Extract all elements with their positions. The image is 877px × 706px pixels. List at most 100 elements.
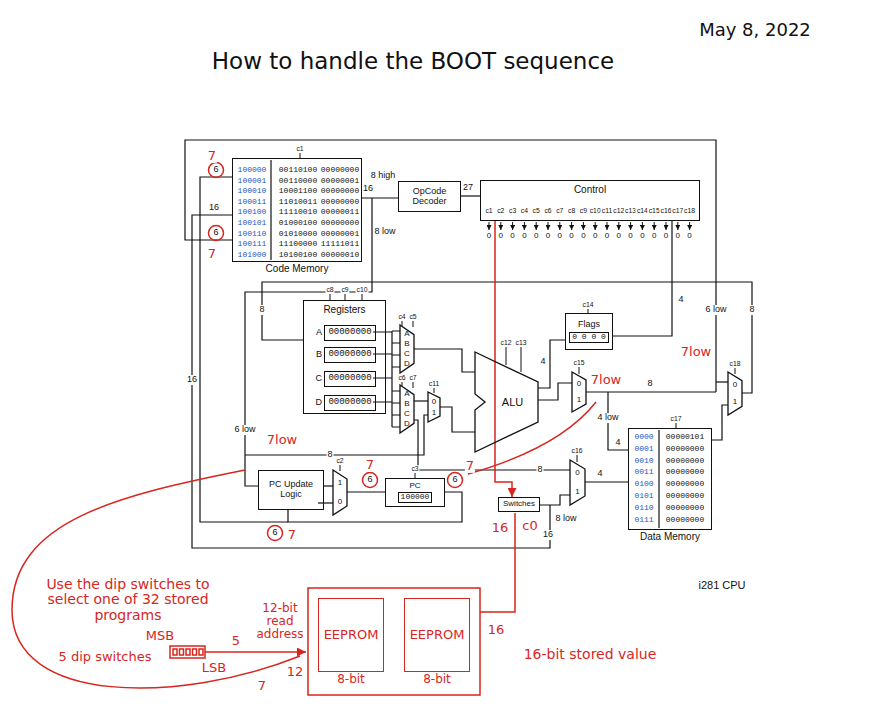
annotation: 7low	[266, 433, 298, 447]
mux-outline	[428, 392, 440, 422]
signal-value: 0	[651, 232, 657, 241]
control-signal: c4	[397, 313, 406, 320]
mux-input: 1	[575, 488, 579, 496]
mux-input: 1	[432, 409, 436, 417]
multiplexer: 01	[728, 372, 742, 415]
annotation: 7low	[590, 373, 622, 387]
dip-switch	[173, 649, 177, 655]
memory-address: 100101	[237, 219, 268, 228]
control-signal: c4	[520, 207, 529, 214]
signal-arrow	[677, 222, 678, 230]
memory-cell: 00000000	[320, 166, 360, 175]
signal-value: 0	[545, 232, 551, 241]
signal-value: 0	[627, 232, 633, 241]
annotation-note: 16-bit stored value	[523, 647, 658, 662]
bus-connector	[461, 195, 480, 196]
signal-value: 0	[639, 232, 645, 241]
mux-input: 0	[575, 469, 579, 477]
chip-label: EEPROM	[324, 628, 379, 642]
register-file: RegistersA00000000B00000000C00000000D000…	[303, 300, 386, 414]
annotation-curve	[12, 470, 300, 688]
bus-width: 4 low	[596, 413, 619, 423]
page-title: How to handle the BOOT sequence	[211, 49, 615, 74]
memory-caption: Data Memory	[629, 531, 711, 542]
memory-address: 0010	[633, 456, 654, 465]
mux-input: 1	[577, 396, 581, 404]
bus-width: 6	[366, 475, 373, 485]
result-wire	[586, 391, 716, 392]
register-value: 00000000	[328, 374, 371, 384]
bus-connector	[538, 340, 565, 388]
bus-connector	[288, 492, 462, 522]
memory-cell: 00000000	[665, 492, 705, 501]
signal-value: 0	[557, 232, 563, 241]
memory-address: 0011	[633, 468, 654, 477]
control-signal: c6	[397, 374, 406, 381]
signal-tick	[434, 388, 435, 393]
multiplexer: 01	[428, 392, 440, 422]
control-signal: c1	[295, 145, 304, 152]
signal-tick	[579, 367, 580, 374]
data-bus	[414, 400, 428, 401]
annotation-circle	[209, 163, 224, 178]
signal-tick	[413, 321, 414, 327]
memory-address: 100110	[237, 229, 268, 238]
signal-arrow	[548, 222, 549, 230]
register-value: 00000000	[328, 328, 371, 338]
multiplexer: ABCD	[400, 385, 414, 433]
multiplexer: 01	[572, 372, 586, 412]
control-signal: c8	[325, 286, 334, 293]
mux-outline	[570, 460, 585, 505]
annotation-circle	[209, 226, 224, 241]
eeprom-chip: EEPROM8-bit	[404, 598, 470, 672]
bus-width: 6 low	[704, 305, 727, 315]
memory-address: 100111	[237, 240, 268, 249]
control-signal: c1	[484, 207, 493, 214]
bus-connector	[414, 349, 475, 372]
memory-cell: 00000001	[320, 176, 360, 185]
bus-width: 16	[208, 203, 220, 213]
bus-width: 4	[614, 438, 621, 448]
control-signal: c11	[428, 380, 440, 387]
mux-outline	[428, 392, 440, 422]
memory-cell: 11010011	[278, 197, 318, 206]
signal-tick	[402, 321, 403, 326]
memory-cell: 00110000	[278, 176, 318, 185]
cpu-name: i281 CPU	[697, 579, 746, 591]
register: B00000000	[324, 347, 376, 363]
switches-label: Switches	[503, 500, 535, 509]
mux-outline	[400, 325, 414, 373]
bus-width: 8	[748, 305, 755, 315]
bus-width: 6	[212, 228, 219, 238]
bus-connector	[585, 481, 628, 482]
bus-width: 8 low	[554, 514, 577, 524]
mux-input: B	[404, 400, 409, 408]
bus-width: 6	[212, 165, 219, 175]
register-name: C	[316, 374, 323, 384]
mux-outline	[728, 372, 742, 415]
chip-width: 8-bit	[405, 673, 469, 686]
signal-tick	[413, 382, 414, 388]
bus-width: 6	[271, 528, 278, 538]
memory-cell: 00000000	[665, 456, 705, 465]
control-signal: c3	[508, 207, 517, 214]
control-signal: c5	[532, 207, 541, 214]
mux-input: C	[404, 350, 410, 358]
control-signal: c18	[729, 360, 742, 367]
memory-cell: 11100000	[278, 240, 318, 249]
pc-value: 100000	[398, 492, 433, 503]
register-value: 00000000	[328, 350, 371, 360]
memory-address: 0001	[633, 444, 654, 453]
annotation-curve	[468, 402, 596, 474]
signal-value: 0	[568, 232, 574, 241]
annotation: 5	[231, 634, 241, 648]
signal-arrow	[512, 222, 513, 230]
mux-input: B	[404, 340, 409, 348]
annotation: 16	[491, 521, 510, 535]
bus-width: 4	[596, 469, 603, 479]
register-bus	[373, 331, 400, 427]
signal-value: 0	[498, 232, 504, 241]
bus-width: 8 high	[370, 171, 397, 181]
memory-address: 0110	[633, 503, 654, 512]
register: A00000000	[324, 325, 376, 341]
